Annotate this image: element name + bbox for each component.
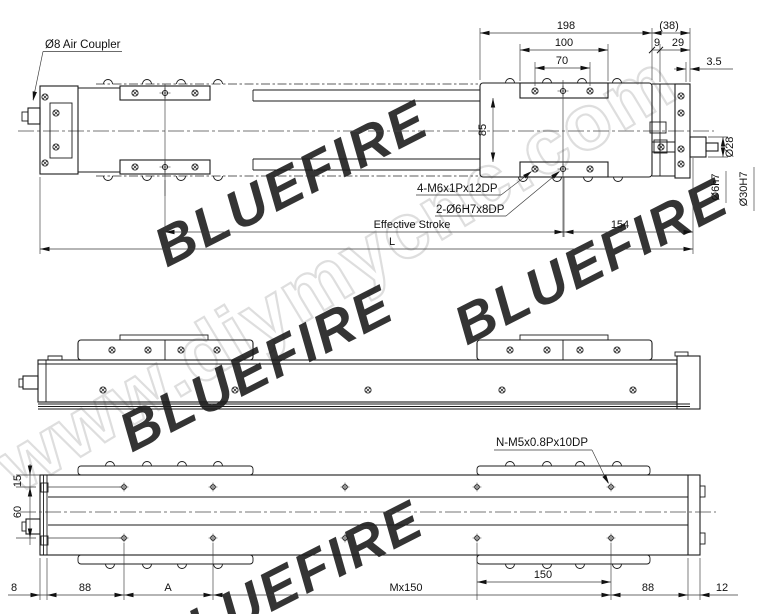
dim-70: 70 xyxy=(556,55,568,67)
top-view xyxy=(18,78,719,237)
dim-A: A xyxy=(164,582,172,594)
dim-Mx150: Mx150 xyxy=(389,582,422,594)
dim-effective-stroke: Effective Stroke xyxy=(374,219,451,231)
dim-198: 198 xyxy=(557,20,575,32)
dim-29: 29 xyxy=(672,37,684,49)
dim-88-left: 88 xyxy=(79,582,91,594)
dim-9: 9 xyxy=(654,37,660,49)
dim-total-length-L: L xyxy=(389,236,395,248)
m5-holes-callout: N-M5x0.8Px10DP xyxy=(496,437,588,449)
bottom-view-dimensions: 15 60 N-M5x0.8Px10DP 8 88 A xyxy=(8,437,738,600)
dim-15: 15 xyxy=(12,475,24,487)
dim-150: 150 xyxy=(534,569,552,581)
dim-38: (38) xyxy=(659,20,679,32)
dowel-holes-callout: 2-Ø6H7x8DP xyxy=(436,204,505,216)
dim-8: 8 xyxy=(11,582,17,594)
dim-88-right: 88 xyxy=(642,582,654,594)
dim-shaft-6h7: Ø6h7 xyxy=(710,174,722,201)
dim-60: 60 xyxy=(12,506,24,518)
watermark-layer: www.diymycnc.com BLUEFIRE BLUEFIRE BLUEF… xyxy=(0,34,739,614)
air-coupler-callout: Ø8 Air Coupler xyxy=(45,39,121,51)
dim-154: 154 xyxy=(611,219,629,231)
dim-3-5: 3.5 xyxy=(706,56,721,68)
side-view xyxy=(18,334,701,410)
bottom-view xyxy=(20,461,716,569)
m6-holes-callout: 4-M6x1Px12DP xyxy=(417,183,498,195)
top-view-dimensions: Ø8 Air Coupler 198 (38) 100 9 29 70 3.5 … xyxy=(30,20,755,254)
dim-shaft-28: Ø28 xyxy=(724,137,736,158)
dim-12: 12 xyxy=(716,582,728,594)
dim-100: 100 xyxy=(555,37,573,49)
dim-bore-30H7: Ø30H7 xyxy=(738,172,750,207)
dim-85: 85 xyxy=(477,124,489,136)
